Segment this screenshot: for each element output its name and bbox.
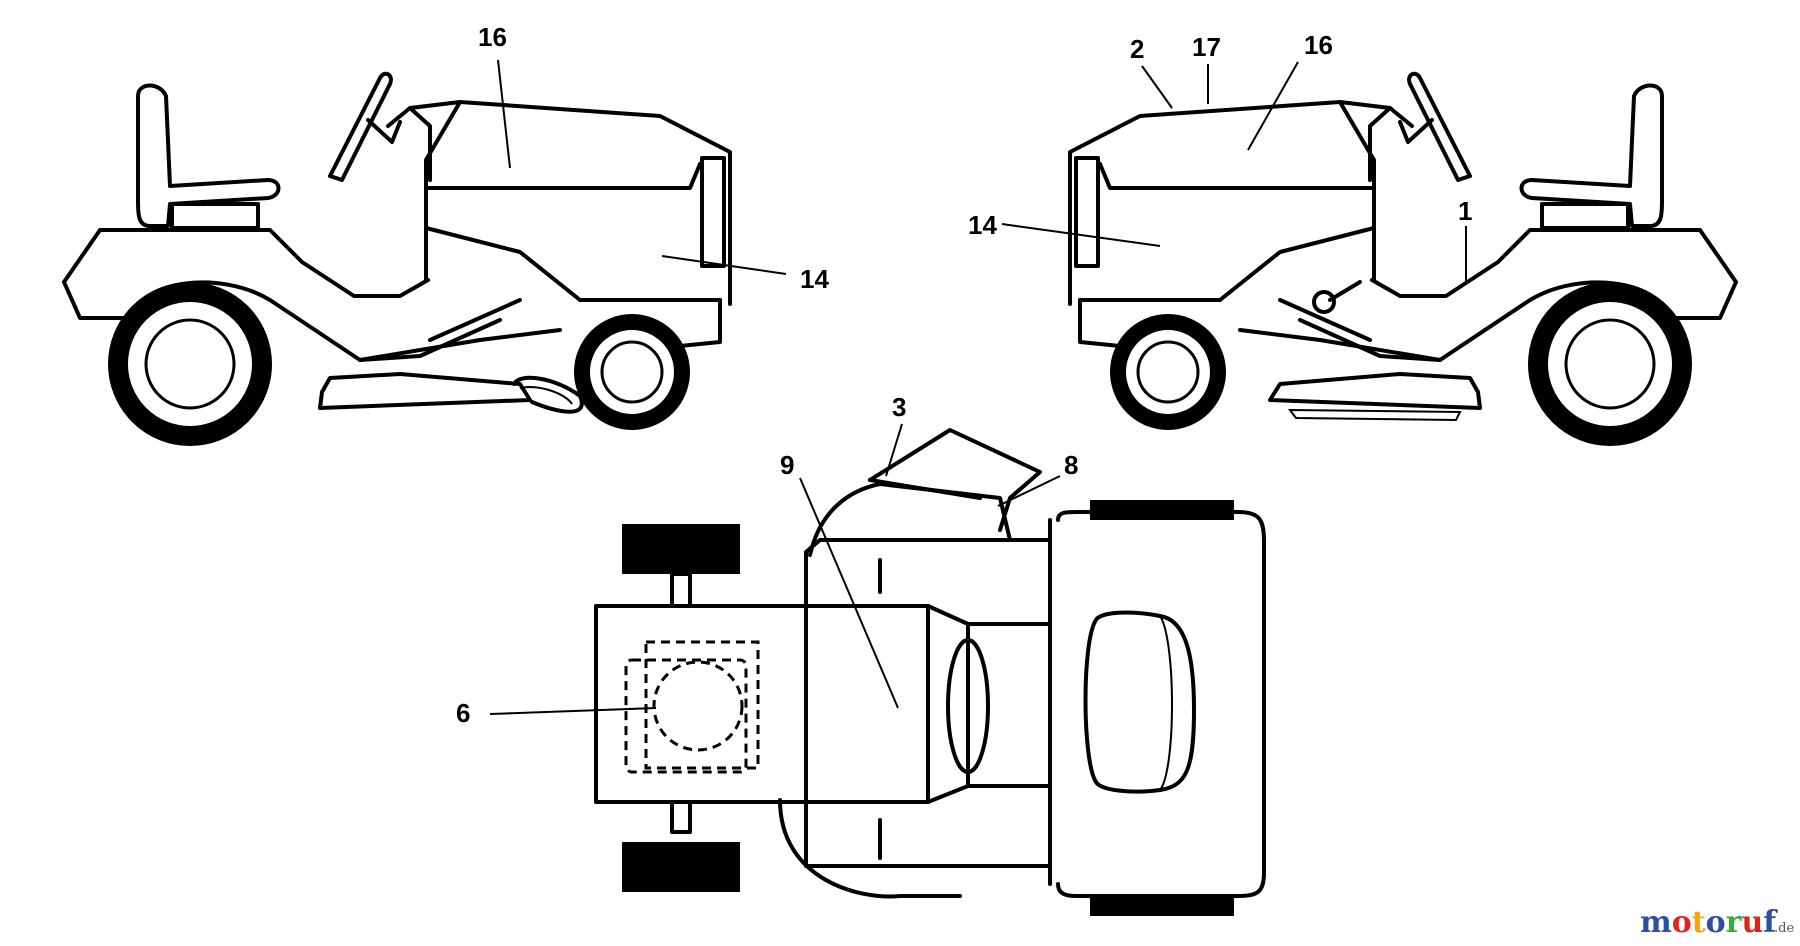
- callout-9: 9: [780, 450, 794, 480]
- callout-2: 2: [1130, 34, 1144, 64]
- callout-16-left: 16: [478, 22, 507, 52]
- motoruf-watermark: motoruf .de: [1640, 905, 1794, 940]
- callout-14-right: 14: [968, 210, 997, 240]
- callout-14-left: 14: [800, 264, 829, 294]
- callout-16-right: 16: [1304, 30, 1333, 60]
- watermark-logo: motoruf: [1640, 905, 1778, 940]
- leader-lines: [489, 59, 1467, 715]
- callout-8: 8: [1064, 450, 1078, 480]
- callout-labels: 16 14 2 17 16 14 1 3 8 9 6: [456, 22, 1472, 728]
- tractor-left-side-view: [62, 71, 732, 446]
- callout-3: 3: [892, 392, 906, 422]
- callout-1: 1: [1458, 196, 1472, 226]
- tractor-top-view: [594, 428, 1266, 916]
- tractor-right-side-view: [1068, 71, 1738, 446]
- callout-17: 17: [1192, 32, 1221, 62]
- watermark-suffix: .de: [1774, 921, 1794, 936]
- callout-6: 6: [456, 698, 470, 728]
